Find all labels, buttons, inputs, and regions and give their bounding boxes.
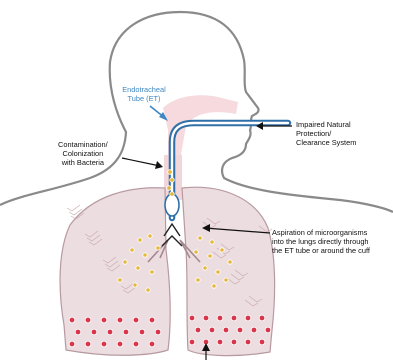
bacterium-yellow <box>210 240 214 244</box>
bacterium-yellow <box>138 238 142 242</box>
bacterium-yellow <box>220 248 224 252</box>
bacterium-red <box>265 327 271 333</box>
bacterium-red <box>101 317 107 323</box>
bacterium-yellow <box>212 284 216 288</box>
tube-cuff <box>165 194 179 216</box>
label-contamination: Contamination/ Colonization with Bacteri… <box>58 140 108 167</box>
bacterium-red <box>251 327 257 333</box>
bacterium-yellow <box>198 236 202 240</box>
label-aspiration: Aspiration of microorganisms into the lu… <box>272 228 370 255</box>
bacterium-yellow <box>167 186 172 191</box>
bacterium-yellow <box>118 278 122 282</box>
bacterium-red <box>189 315 195 321</box>
bacterium-red <box>231 339 237 345</box>
bacterium-red <box>259 315 265 321</box>
pointer-contamination <box>122 158 160 166</box>
bacterium-yellow <box>156 246 160 250</box>
bacterium-yellow <box>228 260 232 264</box>
bacterium-red <box>133 341 139 347</box>
bacterium-red <box>117 317 123 323</box>
bacterium-red <box>217 339 223 345</box>
bacterium-red <box>123 329 129 335</box>
bacterium-yellow <box>148 234 152 238</box>
bacterium-yellow <box>146 288 150 292</box>
bacterium-yellow <box>170 178 175 183</box>
bacterium-red <box>223 327 229 333</box>
bacterium-red <box>259 339 265 345</box>
bacterium-red <box>237 327 243 333</box>
bacterium-red <box>91 329 97 335</box>
bacterium-yellow <box>194 250 198 254</box>
bacterium-red <box>217 315 223 321</box>
bacterium-yellow <box>216 270 220 274</box>
bacterium-yellow <box>136 266 140 270</box>
bacterium-yellow <box>123 260 127 264</box>
bacterium-red <box>101 341 107 347</box>
bacterium-yellow <box>133 283 137 287</box>
label-impaired-protection: Impaired Natural Protection/ Clearance S… <box>296 120 356 147</box>
bacterium-red <box>245 315 251 321</box>
bacterium-red <box>203 315 209 321</box>
bacterium-red <box>189 339 195 345</box>
bacterium-red <box>107 329 113 335</box>
bacterium-red <box>195 327 201 333</box>
bacterium-yellow <box>150 270 154 274</box>
bacterium-red <box>133 317 139 323</box>
bacterium-red <box>75 329 81 335</box>
bacterium-yellow <box>208 254 212 258</box>
bacterium-yellow <box>130 248 134 252</box>
bacterium-red <box>85 341 91 347</box>
bacterium-yellow <box>143 253 147 257</box>
pointer-contamination-head <box>155 161 163 169</box>
bacterium-yellow <box>168 170 173 175</box>
bacterium-red <box>139 329 145 335</box>
bacterium-red <box>149 341 155 347</box>
bacterium-red <box>245 339 251 345</box>
bacterium-red <box>231 315 237 321</box>
bacterium-red <box>69 317 75 323</box>
bacterium-red <box>117 341 123 347</box>
bacterium-red <box>69 341 75 347</box>
lung-vessel <box>67 205 80 211</box>
bacterium-red <box>85 317 91 323</box>
bacterium-red <box>155 329 161 335</box>
bacterium-red <box>149 317 155 323</box>
bacterium-yellow <box>196 278 200 282</box>
bacterium-yellow <box>203 266 207 270</box>
bacterium-yellow <box>170 192 175 197</box>
bacterium-yellow <box>224 278 228 282</box>
bacterium-red <box>209 327 215 333</box>
label-endotracheal-tube: Endotracheal Tube (ET) <box>113 85 175 103</box>
